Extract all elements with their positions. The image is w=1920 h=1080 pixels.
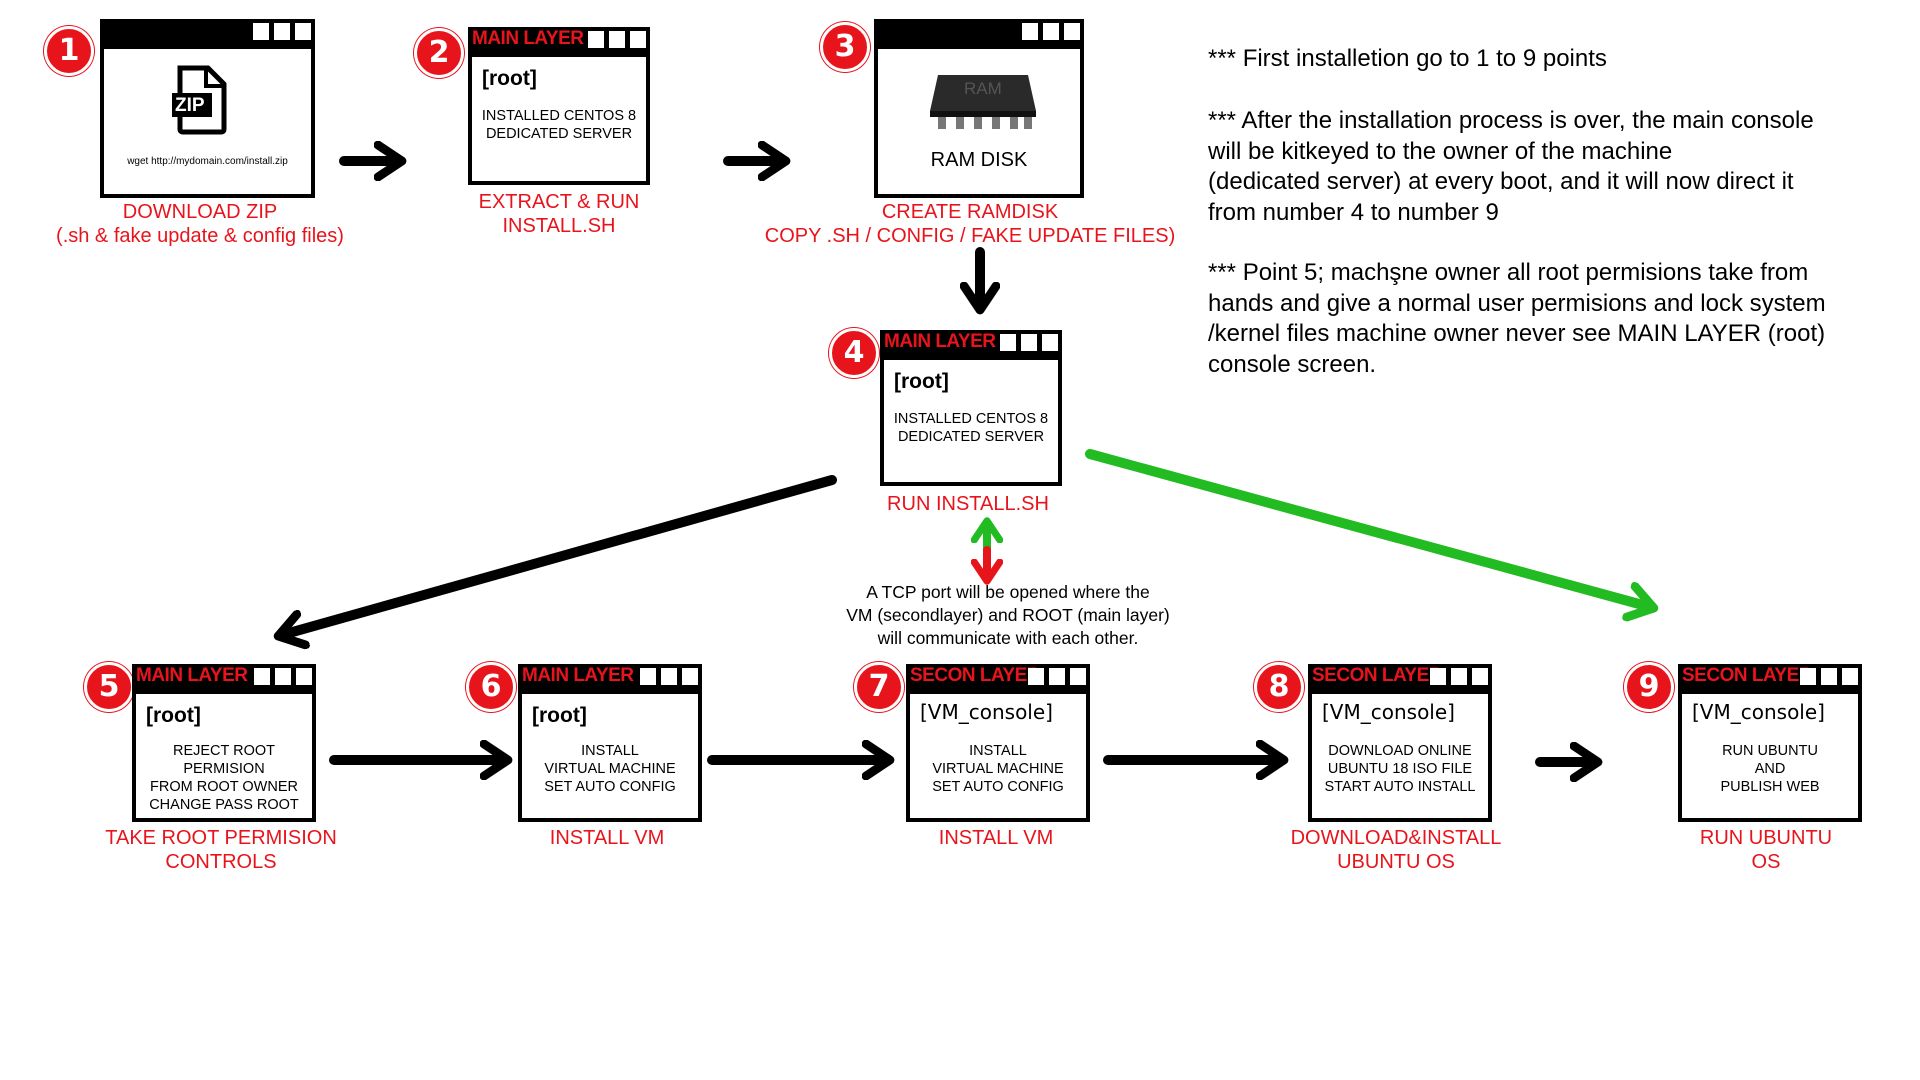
step-2-prompt: [root]: [482, 67, 537, 90]
window-buttons: [1800, 668, 1858, 685]
note-after-installation: *** After the installation process is ov…: [1208, 107, 1814, 226]
step-8-body: DOWNLOAD ONLINE UBUNTU 18 ISO FILE START…: [1324, 743, 1476, 795]
step-9-titlebar: SECON LAYER: [1678, 664, 1862, 690]
note-point-5: *** Point 5; machşne owner all root perm…: [1208, 259, 1826, 378]
step-5-window: MAIN LAYER [root] REJECT ROOT PERMISION …: [132, 664, 316, 822]
step-2-title: MAIN LAYER: [472, 28, 584, 49]
step-3-body: RAM DISK: [930, 149, 1028, 171]
step-8-title: SECON LAYER: [1312, 665, 1443, 686]
step-1-body: wget http://mydomain.com/install.zip: [127, 156, 288, 167]
step-7-title: SECON LAYER: [910, 665, 1041, 686]
step-3-label: CREATE RAMDISK COPY .SH / CONFIG / FAKE …: [764, 201, 1176, 247]
ram-chip-text: RAM: [964, 79, 1002, 98]
step-9-prompt: [VM_console]: [1692, 700, 1825, 724]
window-buttons: [640, 668, 698, 685]
step-5-titlebar: MAIN LAYER: [132, 664, 316, 690]
step-9-label: RUN UBUNTU OS: [1699, 827, 1833, 873]
step-7-badge: 7: [854, 662, 904, 712]
step-6-titlebar: MAIN LAYER: [518, 664, 702, 690]
window-buttons: [253, 23, 311, 40]
window-buttons: [1000, 334, 1058, 351]
step-7-window: SECON LAYER [VM_console] INSTALL VIRTUAL…: [906, 664, 1090, 822]
step-4-badge: 4: [829, 328, 879, 378]
step-7-label: INSTALL VM: [938, 827, 1054, 849]
step-1-window: ZIP wget http://mydomain.com/install.zip: [100, 19, 315, 198]
ram-chip-icon: RAM: [928, 71, 1038, 133]
step-5-body: REJECT ROOT PERMISION FROM ROOT OWNER CH…: [149, 743, 299, 813]
step-3-window: RAM RAM DISK: [874, 19, 1084, 198]
step-4-title: MAIN LAYER: [884, 331, 996, 352]
step-7-body: INSTALL VIRTUAL MACHINE SET AUTO CONFIG: [932, 743, 1064, 795]
step-1-label: DOWNLOAD ZIP (.sh & fake update & config…: [56, 201, 344, 247]
step-8-window: SECON LAYER [VM_console] DOWNLOAD ONLINE…: [1308, 664, 1492, 822]
window-buttons: [254, 668, 312, 685]
step-7-titlebar: SECON LAYER: [906, 664, 1090, 690]
step-6-body: INSTALL VIRTUAL MACHINE SET AUTO CONFIG: [544, 743, 676, 795]
step-2-body: INSTALLED CENTOS 8 DEDICATED SERVER: [481, 108, 637, 142]
step-8-badge: 8: [1254, 662, 1304, 712]
zip-label: ZIP: [175, 95, 205, 116]
step-4-label: RUN INSTALL.SH: [887, 493, 1049, 515]
step-6-badge: 6: [466, 662, 516, 712]
step-9-badge: 9: [1624, 662, 1674, 712]
step-9-title: SECON LAYER: [1682, 665, 1813, 686]
step-5-label: TAKE ROOT PERMISION CONTROLS: [105, 827, 337, 873]
step-8-label: DOWNLOAD&INSTALL UBUNTU OS: [1290, 827, 1502, 873]
zip-file-icon: ZIP: [170, 65, 230, 135]
step-4-body: INSTALLED CENTOS 8 DEDICATED SERVER: [893, 411, 1049, 445]
step-1-badge: 1: [44, 26, 94, 76]
step-3-badge: 3: [820, 22, 870, 72]
step-4-prompt: [root]: [894, 370, 949, 393]
window-buttons: [1022, 23, 1080, 40]
arrow-4-to-5: [282, 475, 837, 635]
step-4-titlebar: MAIN LAYER: [880, 330, 1062, 356]
step-9-body: RUN UBUNTU AND PUBLISH WEB: [1720, 743, 1820, 795]
step-1-titlebar: [100, 19, 315, 45]
step-7-prompt: [VM_console]: [920, 700, 1053, 724]
step-6-window: MAIN LAYER [root] INSTALL VIRTUAL MACHIN…: [518, 664, 702, 822]
step-4-window: MAIN LAYER [root] INSTALLED CENTOS 8 DED…: [880, 330, 1062, 486]
step-3-titlebar: [874, 19, 1084, 45]
note-first-installation: *** First installetion go to 1 to 9 poin…: [1208, 45, 1607, 72]
window-buttons: [588, 31, 646, 48]
step-5-prompt: [root]: [146, 704, 201, 727]
step-2-badge: 2: [414, 28, 464, 78]
step-2-window: MAIN LAYER [root] INSTALLED CENTOS 8 DED…: [468, 27, 650, 185]
step-8-prompt: [VM_console]: [1322, 700, 1455, 724]
step-6-title: MAIN LAYER: [522, 665, 634, 686]
step-8-titlebar: SECON LAYER: [1308, 664, 1492, 690]
step-9-window: SECON LAYER [VM_console] RUN UBUNTU AND …: [1678, 664, 1862, 822]
step-5-badge: 5: [84, 662, 134, 712]
tcp-port-note: A TCP port will be opened where the VM (…: [846, 582, 1170, 648]
window-buttons: [1028, 668, 1086, 685]
step-2-label: EXTRACT & RUN INSTALL.SH: [478, 191, 640, 237]
window-buttons: [1430, 668, 1488, 685]
step-6-label: INSTALL VM: [549, 827, 665, 849]
step-2-titlebar: MAIN LAYER: [468, 27, 650, 53]
step-5-title: MAIN LAYER: [136, 665, 248, 686]
step-6-prompt: [root]: [532, 704, 587, 727]
arrow-4-to-9: [1085, 449, 1650, 607]
